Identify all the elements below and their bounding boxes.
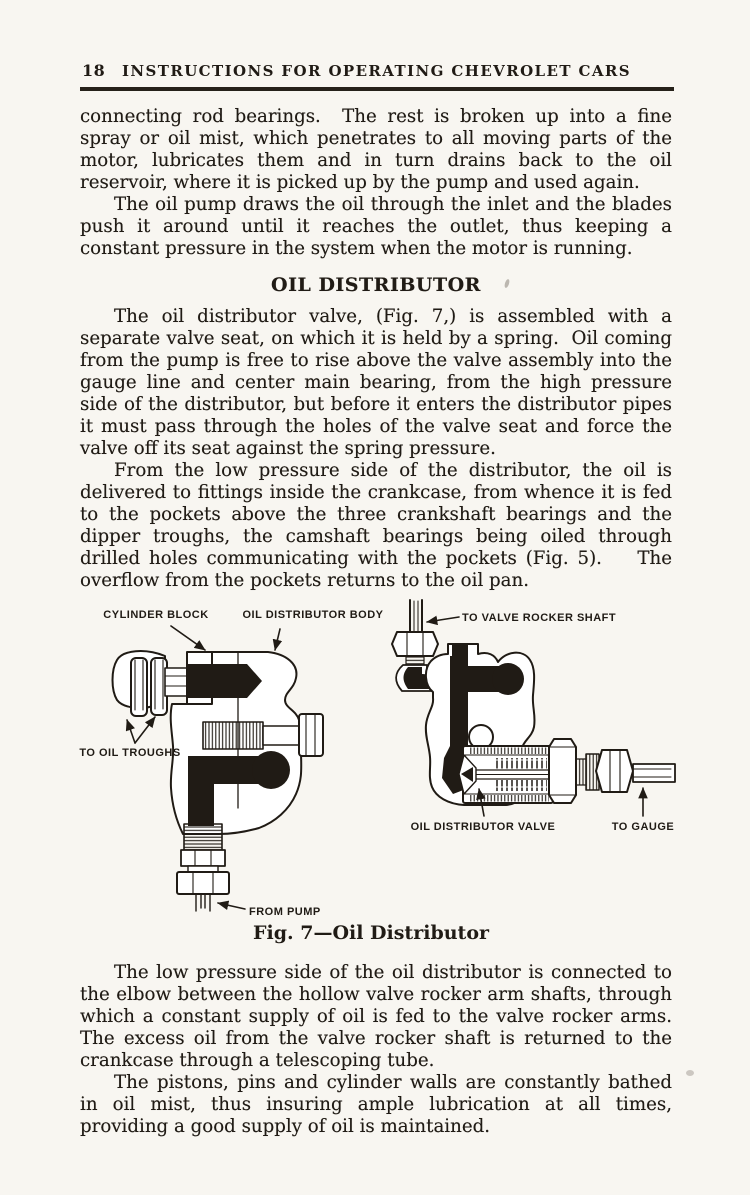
page-number: 18 (82, 61, 106, 80)
figure-left-view (111, 625, 324, 912)
label-oil-distributor-body: OIL DISTRIBUTOR BODY (243, 609, 384, 621)
paragraph-1: connecting rod bearings. The rest is bro… (80, 106, 678, 193)
label-to-oil-troughs: TO OIL TROUGHS (79, 747, 180, 759)
label-to-valve-rocker-shaft: TO VALVE ROCKER SHAFT (462, 612, 616, 624)
figure-oil-distributor: CYLINDER BLOCK OIL DISTRIBUTOR BODY TO O… (65, 598, 676, 952)
paragraph-2: The oil pump draws the oil through the i… (80, 194, 678, 259)
figure-caption: Fig. 7—Oil Distributor (253, 922, 490, 944)
label-to-gauge: TO GAUGE (612, 821, 674, 833)
label-from-pump: FROM PUMP (249, 906, 321, 918)
figure-labels: CYLINDER BLOCK OIL DISTRIBUTOR BODY TO O… (79, 609, 674, 918)
section-heading: OIL DISTRIBUTOR (271, 274, 481, 296)
scan-speck (686, 1070, 694, 1076)
text-column: connecting rod bearings. The rest is bro… (79, 106, 684, 1138)
page-header: 18 INSTRUCTIONS FOR OPERATING CHEVROLET … (80, 60, 673, 84)
paragraph-6: The pistons, pins and cylinder walls are… (80, 1072, 678, 1137)
figure-right-view (391, 599, 676, 817)
paragraph-3: The oil distributor valve, (Fig. 7,) is … (80, 306, 678, 459)
label-oil-distributor-valve: OIL DISTRIBUTOR VALVE (411, 821, 556, 833)
paragraph-4: From the low pressure side of the distri… (80, 460, 678, 591)
label-cylinder-block: CYLINDER BLOCK (103, 609, 208, 621)
running-title: INSTRUCTIONS FOR OPERATING CHEVROLET CAR… (122, 62, 631, 80)
header-rule (80, 87, 674, 91)
paragraph-5: The low pressure side of the oil distrib… (80, 962, 684, 1071)
oil-distributor-drawing: CYLINDER BLOCK OIL DISTRIBUTOR BODY TO O… (79, 599, 676, 944)
